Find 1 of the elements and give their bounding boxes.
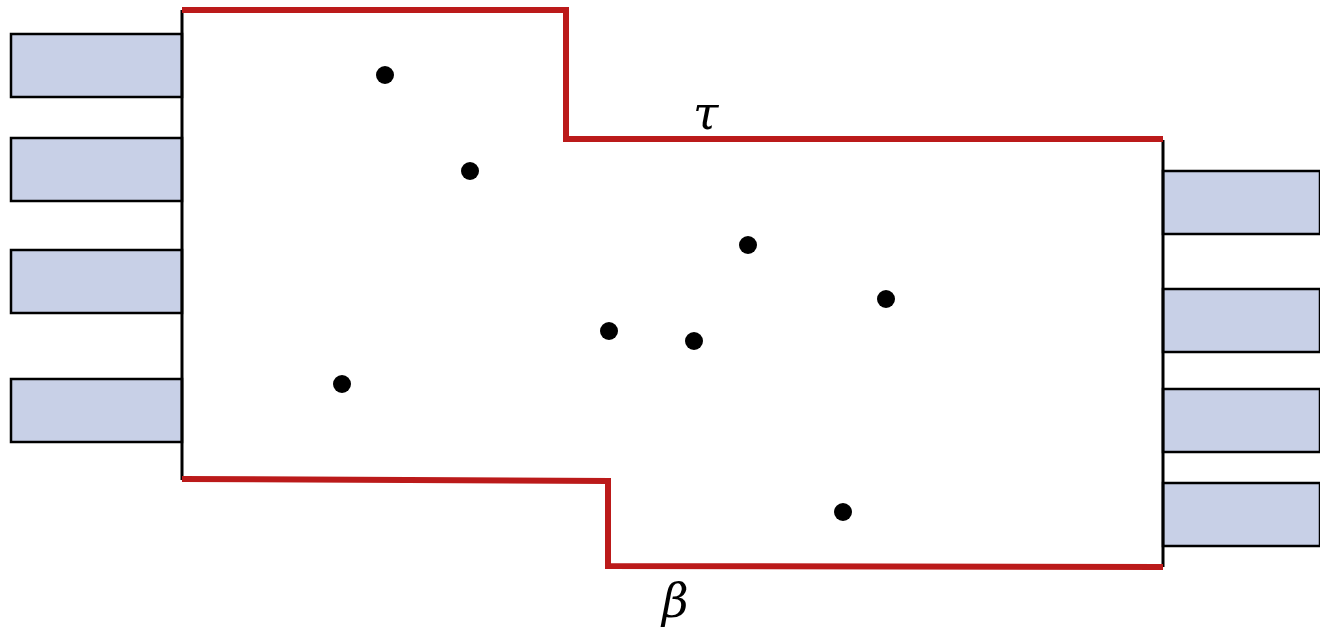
boundary-label: τ (693, 90, 719, 136)
